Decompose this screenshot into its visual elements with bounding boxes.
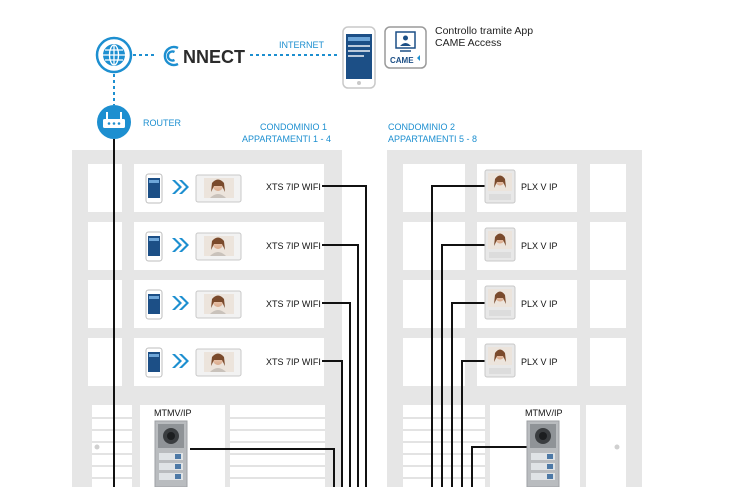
- building-1: [72, 150, 342, 487]
- globe-icon: [95, 36, 133, 74]
- phone-icon: [145, 173, 163, 204]
- router-label: ROUTER: [143, 118, 182, 128]
- floor-1-2: XTS 7IP WIFI: [145, 231, 321, 262]
- floor-label: PLX V IP: [521, 241, 558, 251]
- app-caption-line2: CAME Access: [435, 37, 502, 49]
- entry-panel-1: MTMV/IP: [154, 408, 192, 487]
- wifi-arrow-icon: [172, 296, 189, 310]
- internet-label: INTERNET: [279, 40, 325, 50]
- entry-panel-label: MTMV/IP: [525, 408, 563, 418]
- plx-monitor-icon: [484, 169, 516, 204]
- entry-panel-2: MTMV/IP: [525, 408, 563, 487]
- came-access-app-icon: CAME: [384, 26, 427, 69]
- floor-label: XTS 7IP WIFI: [266, 182, 321, 192]
- plx-monitor-icon: [484, 285, 516, 320]
- floor-label: XTS 7IP WIFI: [266, 241, 321, 251]
- building-2: [387, 150, 642, 487]
- floor-label: XTS 7IP WIFI: [266, 357, 321, 367]
- connect-word: NNECT: [183, 47, 245, 67]
- floor-1-4: XTS 7IP WIFI: [145, 347, 321, 378]
- plx-monitor-icon: [484, 227, 516, 262]
- phone-icon: [145, 347, 163, 378]
- floor-2-2: PLX V IP: [484, 227, 558, 262]
- plx-monitor-icon: [484, 343, 516, 378]
- building2-title-line2: APPARTAMENTI 5 - 8: [388, 134, 477, 144]
- indoor-monitor-icon: [195, 348, 242, 377]
- floor-2-3: PLX V IP: [484, 285, 558, 320]
- router-icon: [97, 105, 131, 139]
- smartphone-icon: [342, 26, 376, 89]
- phone-icon: [145, 289, 163, 320]
- floor-label: XTS 7IP WIFI: [266, 299, 321, 309]
- internet-links: [113, 54, 338, 105]
- app-badge-text: CAME: [390, 56, 414, 65]
- app-caption-line1: Controllo tramite App: [435, 25, 533, 37]
- floor-label: PLX V IP: [521, 299, 558, 309]
- building1-title-line1: CONDOMINIO 1: [260, 122, 327, 132]
- indoor-monitor-icon: [195, 174, 242, 203]
- wifi-arrow-icon: [172, 238, 189, 252]
- floor-label: PLX V IP: [521, 357, 558, 367]
- phone-icon: [145, 231, 163, 262]
- floor-2-4: PLX V IP: [484, 343, 558, 378]
- indoor-monitor-icon: [195, 290, 242, 319]
- wifi-arrow-icon: [172, 354, 189, 368]
- indoor-monitor-icon: [195, 232, 242, 261]
- building1-title-line2: APPARTAMENTI 1 - 4: [242, 134, 331, 144]
- floor-2-1: PLX V IP: [484, 169, 558, 204]
- floor-1-1: XTS 7IP WIFI: [145, 173, 321, 204]
- entry-panel-label: MTMV/IP: [154, 408, 192, 418]
- floor-1-3: XTS 7IP WIFI: [145, 289, 321, 320]
- building2-title-line1: CONDOMINIO 2: [388, 122, 455, 132]
- wifi-arrow-icon: [172, 180, 189, 194]
- connect-logo: NNECT: [163, 45, 245, 67]
- wiring: [113, 139, 527, 487]
- floor-label: PLX V IP: [521, 182, 558, 192]
